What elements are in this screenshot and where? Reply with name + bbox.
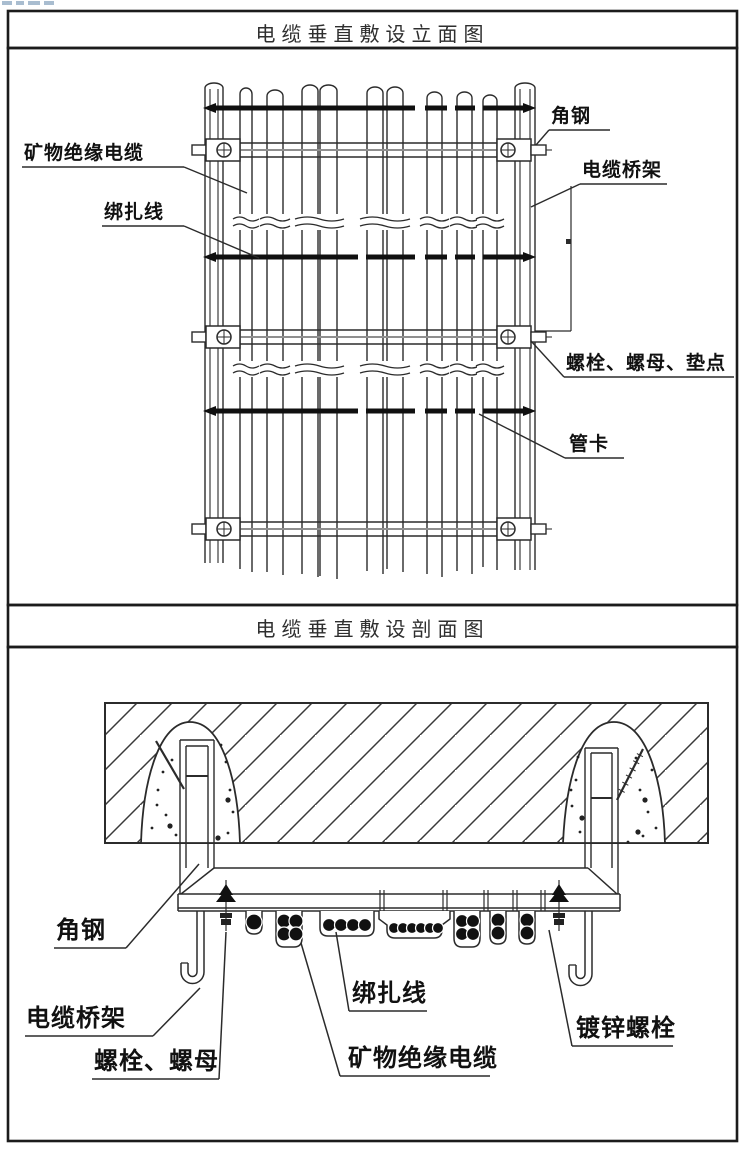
label-pipe-clamp: 管卡: [569, 433, 610, 455]
section-title: 电缆垂直敷设剖面图: [255, 617, 490, 641]
label-mineral-cable-section: 矿物绝缘电缆: [348, 1044, 498, 1072]
label-bolt-nut-washer: 螺栓、螺母、垫点: [566, 352, 727, 374]
elevation-drawing: [22, 82, 734, 579]
label-cable-tray-section: 电缆桥架: [26, 1004, 126, 1032]
label-binding-wire: 绑扎线: [104, 201, 165, 223]
label-angle-steel-section: 角钢: [56, 916, 106, 944]
label-galvanized-bolt-section: 镀锌螺栓: [576, 1014, 676, 1042]
label-cable-tray: 电缆桥架: [582, 159, 663, 181]
label-binding-wire-section: 绑扎线: [352, 979, 427, 1007]
label-angle-steel: 角钢: [551, 105, 592, 127]
section-drawing: [25, 702, 709, 1080]
watermark-remnant: [2, 1, 54, 5]
sheet-borders: [6, 9, 739, 1143]
label-bolt-nut-section: 螺栓、螺母: [94, 1047, 219, 1075]
label-mineral-insulated-cable: 矿物绝缘电缆: [24, 142, 145, 164]
elevation-title: 电缆垂直敷设立面图: [255, 22, 490, 46]
